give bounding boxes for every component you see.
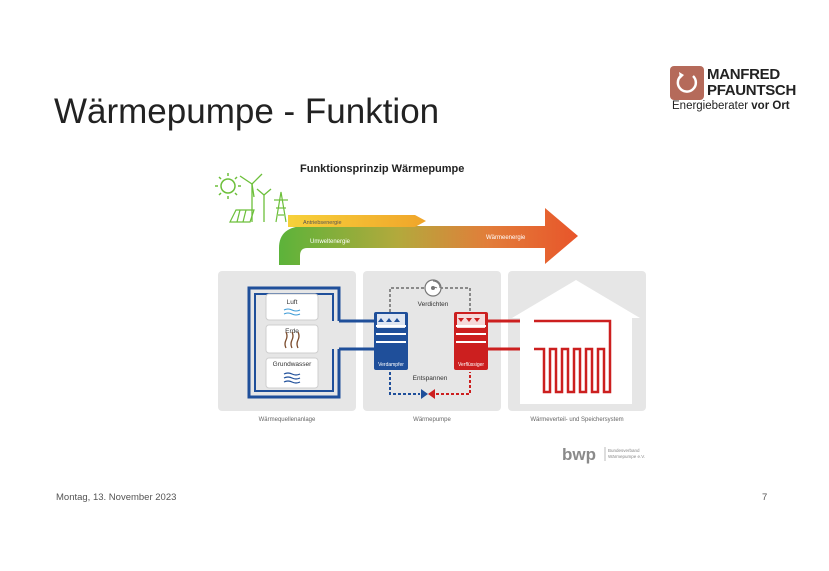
air-waves-icon [283,308,301,316]
air-source-box [265,293,319,321]
refrigerant-circuit [389,287,471,395]
logo-name-line1: MANFRED [707,66,780,83]
bwp-credit-line1: Bundesverband [608,448,640,453]
diagram-title: Funktionsprinzip Wärmepumpe [300,163,464,175]
logo-tagline-prefix: Energieberater [672,100,749,112]
source-loop-inner [254,293,334,392]
source-label-groundwater: Grundwasser [273,361,312,368]
ground-heat-icon [284,331,300,349]
condenser-label: Verflüssiger [458,362,484,368]
compress-label: Verdichten [418,301,449,308]
source-loop [247,286,341,399]
underfloor-heating-coil [534,319,612,394]
bwp-logo: bwp [562,445,596,464]
expansion-valve-icon [421,389,435,399]
footer-date: Montag, 13. November 2023 [56,492,177,503]
sun-icon [215,173,241,199]
drive-energy-label: Antriebsenergie [303,220,342,226]
pump-panel [363,271,501,411]
logo-name-line2: PFAUNTSCH [707,82,796,99]
logo-tagline: Energieberater vor Ort [672,100,790,112]
energy-flow-arrow [279,208,578,265]
environment-energy-label: Umweltenergie [310,239,351,245]
source-to-evaporator-pipes [339,319,378,351]
solar-panel-icon [229,209,255,223]
source-label-air: Luft [287,299,298,306]
source-label-ground: Erde [285,328,299,335]
bwp-credit: bwp Bundesverband Wärmepumpe e.V. [562,445,645,464]
groundwater-source-box [265,357,319,389]
evaporator [374,312,408,370]
power-pylon-icon [274,191,288,223]
heat-energy-label: Wärmeenergie [486,235,526,241]
bwp-credit-line2: Wärmepumpe e.V. [608,454,645,459]
company-logo: MANFRED PFAUNTSCH Energieberater vor Ort [670,66,820,118]
evaporator-label: Verdampfer [378,362,404,368]
condenser [454,312,488,370]
expand-label: Entspannen [413,375,448,382]
logo-refresh-icon [670,66,704,100]
wind-turbine-icon [239,173,272,222]
distribution-panel-caption: Wärmeverteil- und Speichersystem [530,417,623,423]
page-number: 7 [762,492,768,503]
compressor-fan-icon [424,279,442,297]
water-waves-icon [283,372,301,384]
source-panel-caption: Wärmequellenanlage [259,417,316,423]
logo-tagline-emphasis: vor Ort [751,100,790,112]
slide-title: Wärmepumpe - Funktion [54,92,440,131]
pump-panel-caption: Wärmepumpe [413,417,451,423]
